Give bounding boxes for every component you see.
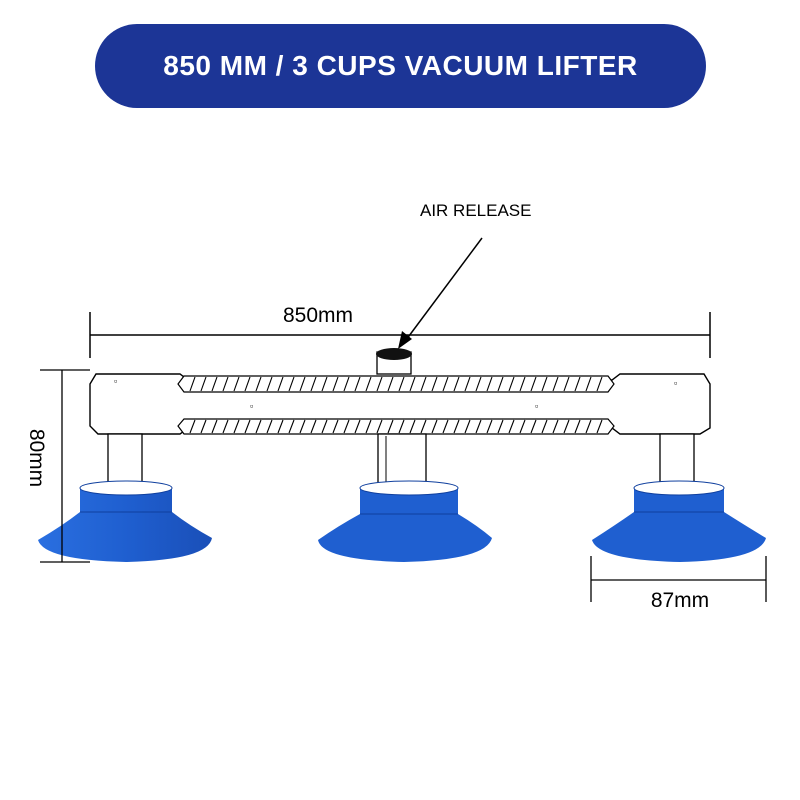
svg-text:▫: ▫ (535, 401, 538, 411)
air-release-arrow (398, 237, 483, 349)
cup-diameter-label: 87mm (651, 589, 709, 612)
cup-diameter-dimension (590, 556, 767, 602)
suction-cup-left (38, 433, 212, 562)
air-release-label: AIR RELEASE (420, 201, 532, 220)
length-label: 850mm (283, 304, 353, 327)
height-dimension (40, 369, 90, 563)
air-release-valve (376, 348, 412, 375)
suction-cup-right (592, 433, 766, 562)
lifter-bar: ▫ ▫ ▫ ▫ (89, 373, 711, 435)
length-dimension (89, 312, 711, 358)
svg-text:▫: ▫ (250, 401, 253, 411)
suction-cup-middle (318, 433, 492, 562)
svg-text:▫: ▫ (114, 376, 117, 386)
title-text: 850 MM / 3 CUPS VACUUM LIFTER (163, 50, 638, 81)
title-banner: 850 MM / 3 CUPS VACUUM LIFTER (95, 24, 706, 108)
height-label: 80mm (25, 429, 48, 487)
svg-text:▫: ▫ (674, 378, 677, 388)
